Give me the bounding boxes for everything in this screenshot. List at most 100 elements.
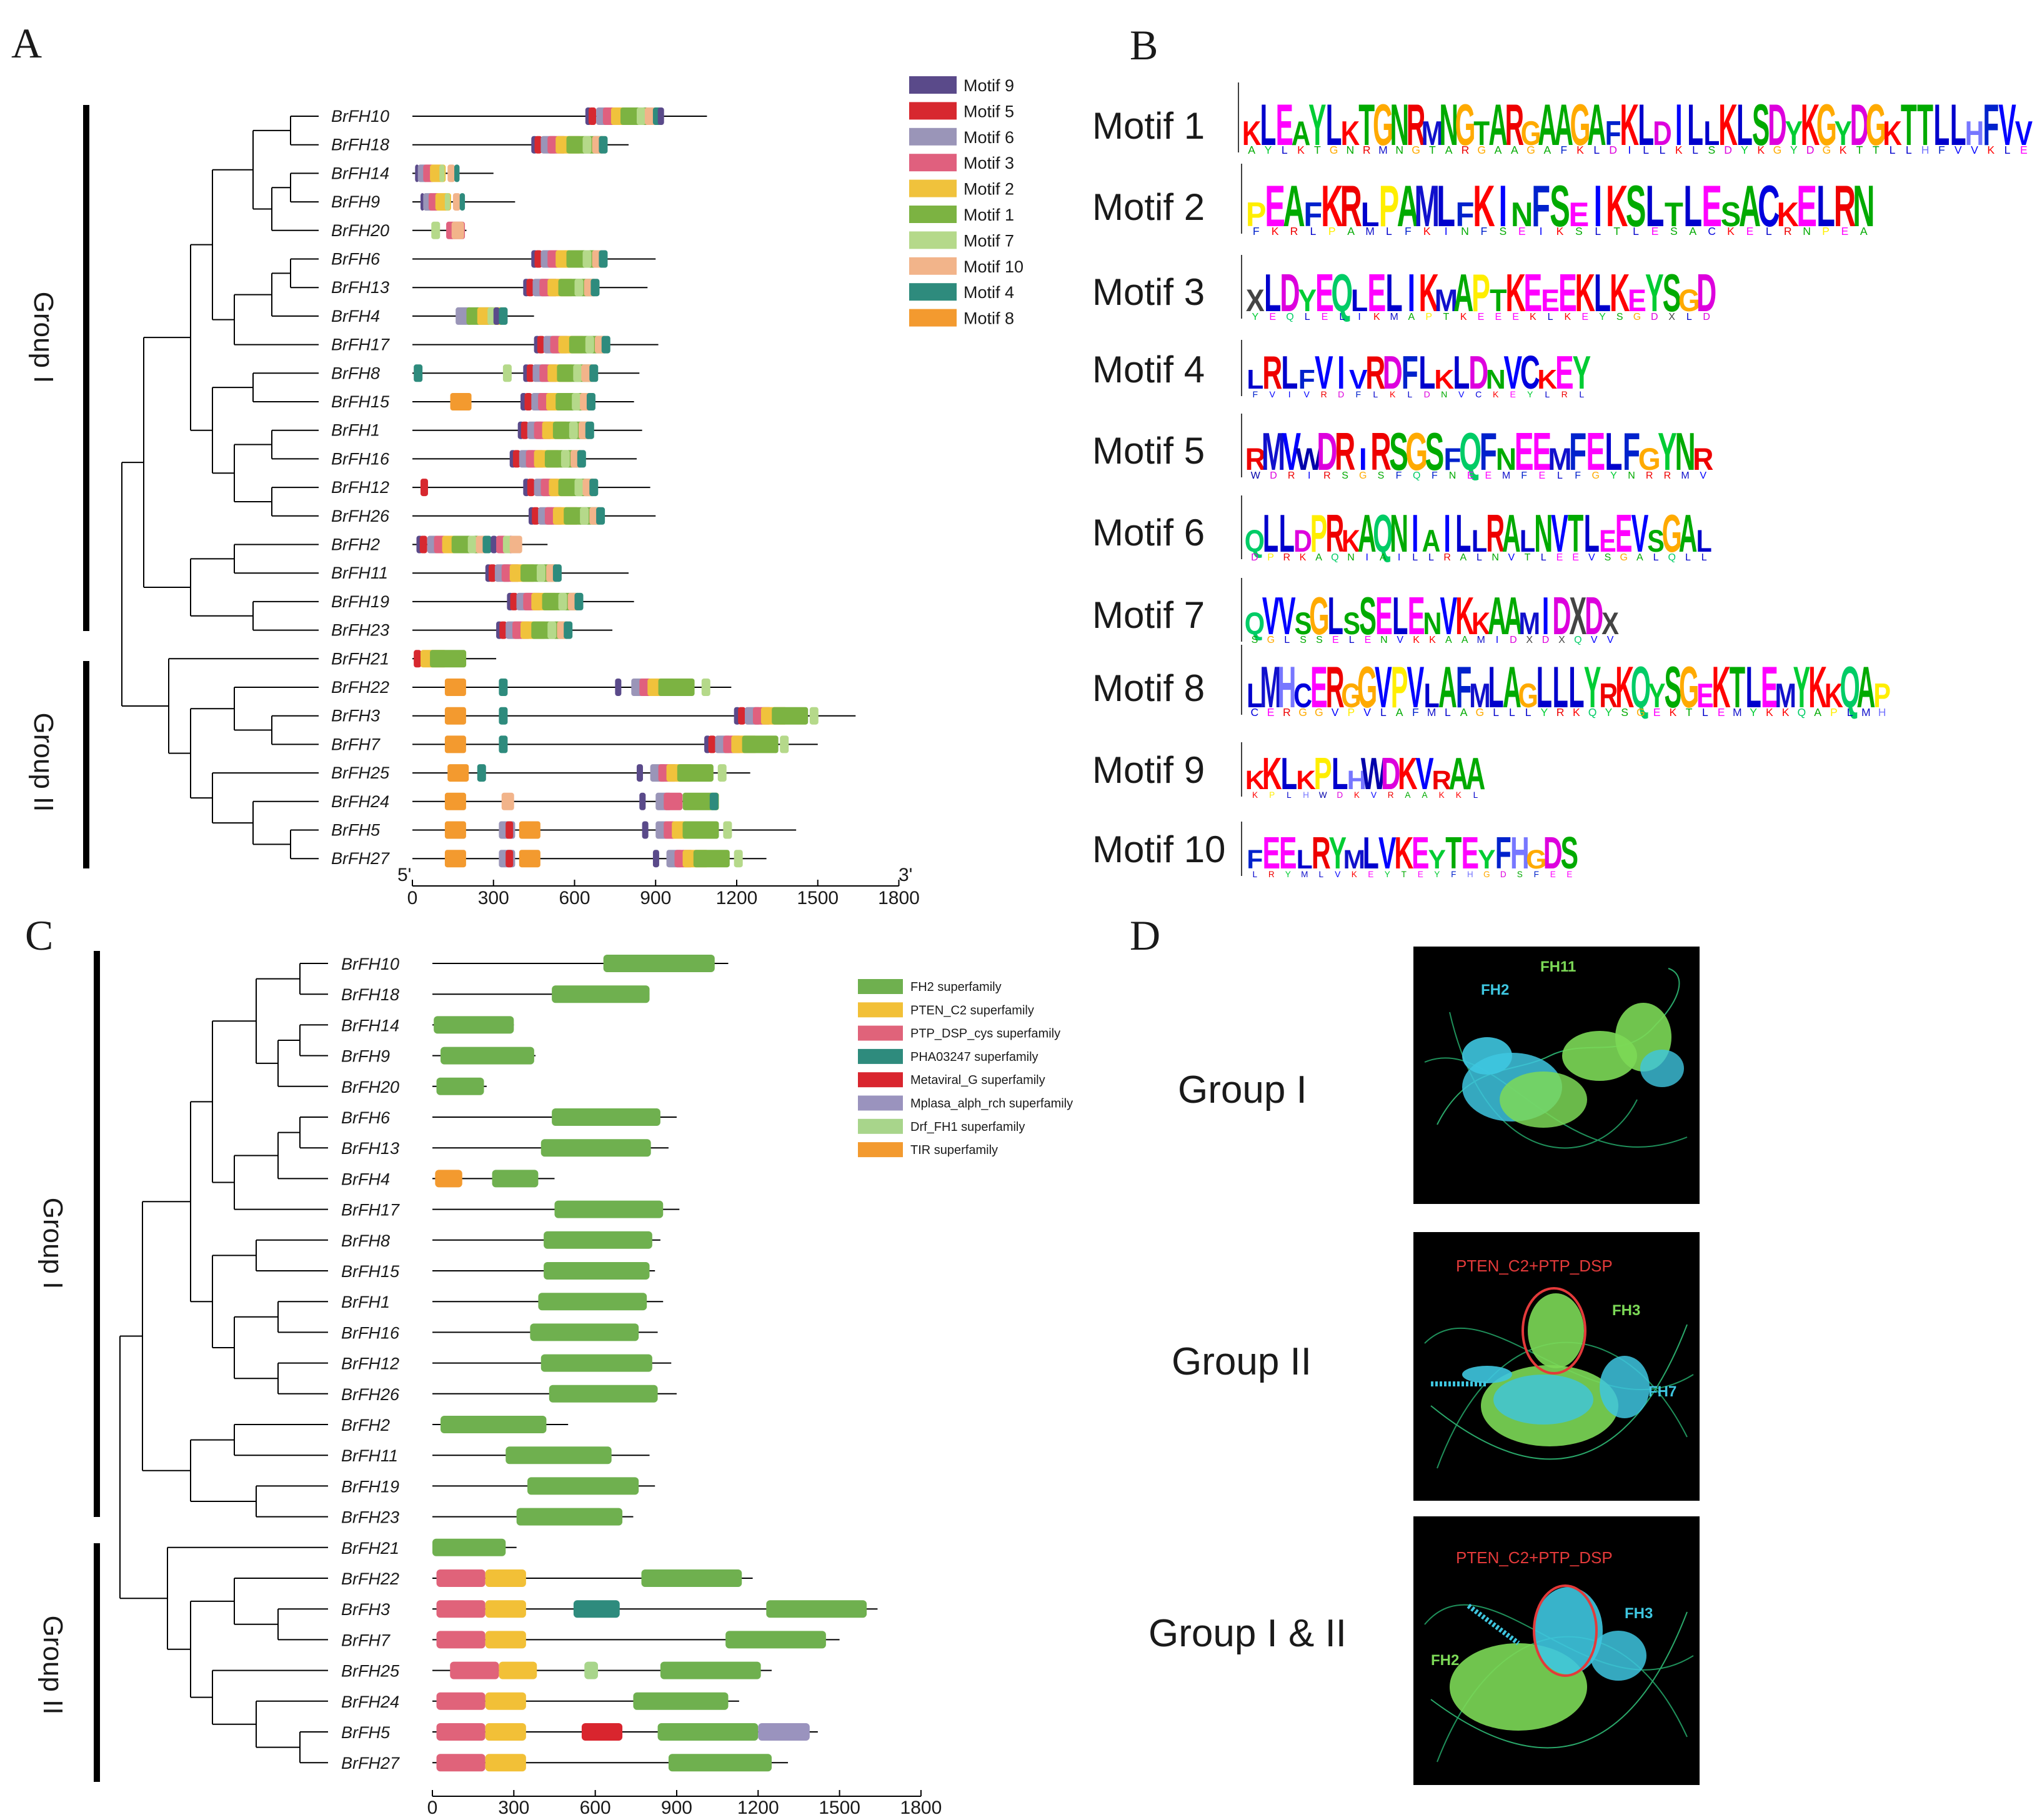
logo-letter-sub: Q (1331, 552, 1338, 563)
logo-letter-sub: M (1390, 312, 1398, 322)
logo-letter-sub: K (1429, 635, 1436, 645)
logo-letter-sub: K (1297, 144, 1305, 156)
motif-box-motif10 (451, 221, 464, 239)
logo-letter-sub: R (1321, 389, 1327, 399)
logo-letter-sub: N (1803, 225, 1811, 237)
motif-box-motif1 (682, 821, 719, 839)
group1-label-a: Group I (28, 292, 59, 384)
logo-letter: L (1520, 523, 1535, 559)
logo-letter-sub: A (1636, 552, 1643, 563)
logo-letter-sub: E (1556, 552, 1563, 563)
logo-letter-sub: T (1686, 706, 1693, 719)
gene-label-c-brfh9: BrFH9 (341, 1047, 390, 1066)
motif-box-motif7 (558, 592, 567, 610)
logo-letter: A (1554, 92, 1573, 157)
logo-letter: L (1568, 655, 1584, 720)
legend-label-motif7: Motif 7 (964, 231, 1014, 250)
logo-letter: K (1321, 173, 1343, 239)
logo-letter-sub: L (1339, 312, 1345, 322)
logo-letter-sub: K (1675, 144, 1683, 156)
logo-letter-sub: E (1538, 470, 1545, 481)
motif-box-motif7 (580, 507, 589, 525)
logo-letter-sub: M (1502, 470, 1510, 481)
logo-letter-sub: Y (1541, 706, 1548, 719)
logo-letter-sub: N (1347, 144, 1355, 156)
logo-letter-sub: F (1253, 225, 1260, 237)
logo-letter-sub: K (1354, 790, 1360, 800)
motif-box-motif4 (599, 250, 608, 268)
logo-letter: R (1693, 442, 1713, 477)
motif-box-motif1 (772, 707, 809, 725)
motif-box-motif5 (420, 479, 428, 497)
logo-letter: E (1569, 196, 1590, 234)
motif-box-motif5 (506, 850, 514, 868)
logo-letter: E (1276, 92, 1293, 157)
logo-letter: A (1448, 748, 1468, 799)
gene-label-c-brfh5: BrFH5 (341, 1723, 391, 1742)
panel-d-protein-structures: Group I Group II Group I & II FH11 FH2 (1148, 947, 1700, 1785)
domain-box-fh2 (527, 1477, 639, 1495)
logo-letter: S (1665, 655, 1682, 720)
motif-box-motif4 (599, 136, 608, 154)
axis-tick-label: 1500 (819, 1798, 860, 1818)
motif-box-motif4 (564, 621, 573, 639)
panel-label-a: A (11, 19, 42, 67)
logo-letter: L (1696, 523, 1712, 559)
domain-box-fh2 (441, 1416, 547, 1433)
logo-letter-sub: A (1460, 706, 1468, 719)
axis-tick-label: 1200 (716, 888, 758, 908)
legend-swatch-motif10 (909, 257, 957, 275)
logo-letter: L (1472, 523, 1487, 559)
logo-letter-sub: S (1316, 635, 1323, 645)
logo-letter-sub: T (1443, 312, 1450, 322)
logo-letter: K (1712, 655, 1731, 720)
domain-box-tir (435, 1170, 462, 1188)
logo-letter-sub: V (1304, 389, 1310, 399)
logo-letter-sub: A (1422, 790, 1428, 800)
legend-label-motif10: Motif 10 (964, 257, 1023, 276)
logo-letter-sub: L (1473, 790, 1478, 800)
logo-letter: A (1504, 587, 1523, 646)
logo-letter-sub: R (1443, 552, 1451, 563)
logo-letter-sub: L (1287, 790, 1292, 800)
logo-letter: L (1552, 655, 1568, 720)
logo-letter-sub: P (1822, 225, 1830, 237)
gene-label-c-brfh1: BrFH1 (341, 1293, 390, 1311)
logo-letter-sub: L (1373, 389, 1378, 399)
legend-swatch-motif8 (909, 309, 957, 327)
logo-letter: T (1358, 92, 1375, 157)
logo-letter-sub: S (1517, 870, 1523, 879)
motif-box-motif4 (709, 792, 719, 810)
logo-letter: V (1278, 587, 1296, 646)
motif-box-motif7 (547, 621, 557, 639)
logo-letter: F (1443, 442, 1461, 477)
logo-letter: N (1511, 196, 1533, 234)
logo-letter-sub: G (1476, 706, 1485, 719)
logo-letter: E (1310, 655, 1328, 720)
logo-letter: F (1532, 173, 1550, 239)
gene-label-brfh2: BrFH2 (331, 535, 380, 554)
logo-letter: N (1439, 92, 1458, 157)
domain-legend-label-drf: Drf_FH1 superfamily (910, 1120, 1025, 1134)
logo-letter: I (1675, 92, 1683, 157)
motif-box-motif4 (552, 564, 562, 582)
logo-letter: A (1283, 173, 1305, 239)
logo-letter: A (1438, 655, 1457, 720)
gene-label-c-brfh25: BrFH25 (341, 1662, 400, 1681)
logo-letter: L (1453, 347, 1470, 399)
logo-letter: L (1950, 92, 1966, 157)
motif-box-motif9 (636, 764, 643, 782)
motif-box-motif8 (519, 821, 540, 839)
logo-letter-sub: X (1558, 635, 1565, 645)
logo-letter: G (1679, 655, 1699, 720)
logo-letter: K (1808, 655, 1827, 720)
logo-letter: M (1469, 677, 1491, 715)
legend-label-motif3: Motif 3 (964, 154, 1014, 172)
motif-box-motif1 (742, 735, 779, 753)
logo-letter-sub: E (1651, 225, 1659, 237)
motif-box-motif4 (499, 679, 508, 696)
logo-letter: L (1683, 173, 1702, 239)
logo-letter: G (1309, 587, 1329, 646)
